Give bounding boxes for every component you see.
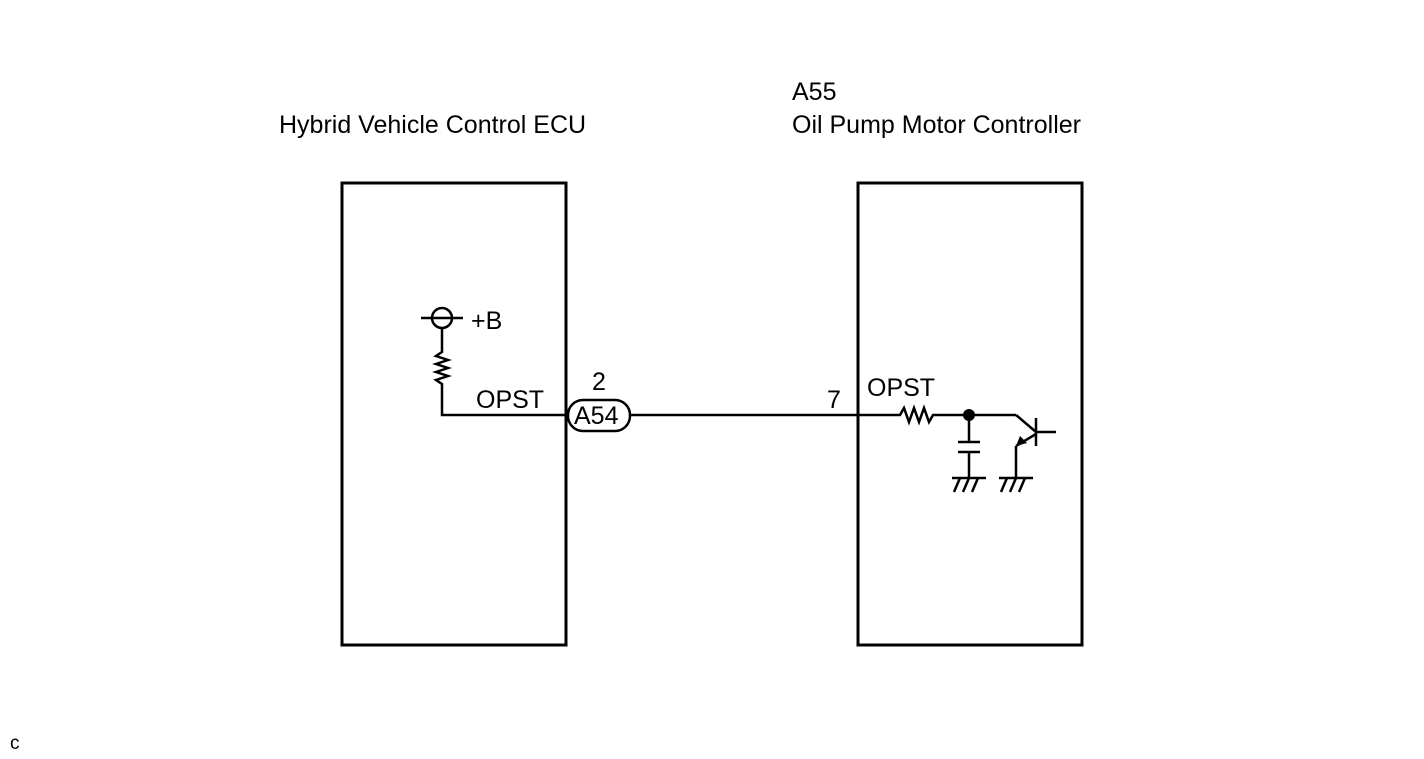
connector-pin-number: 2: [592, 368, 606, 396]
right-pin-number: 7: [827, 386, 841, 414]
corner-mark: c: [10, 733, 20, 754]
ground-icon: [952, 476, 986, 493]
right-ecu-title: Oil Pump Motor Controller: [792, 111, 1081, 139]
connector-code: A54: [574, 402, 619, 430]
supply-label: +B: [471, 307, 502, 335]
left-ecu-title: Hybrid Vehicle Control ECU: [279, 111, 586, 139]
right-signal-label: OPST: [867, 374, 935, 402]
left-signal-label: OPST: [476, 386, 544, 414]
capacitor-icon: [958, 415, 980, 478]
right-ecu-connector-code: A55: [792, 78, 836, 106]
input-resistor-icon: [858, 404, 1016, 426]
pullup-resistor-icon: [432, 328, 566, 417]
transistor-icon: [1014, 414, 1056, 478]
ground-icon: [999, 476, 1033, 493]
